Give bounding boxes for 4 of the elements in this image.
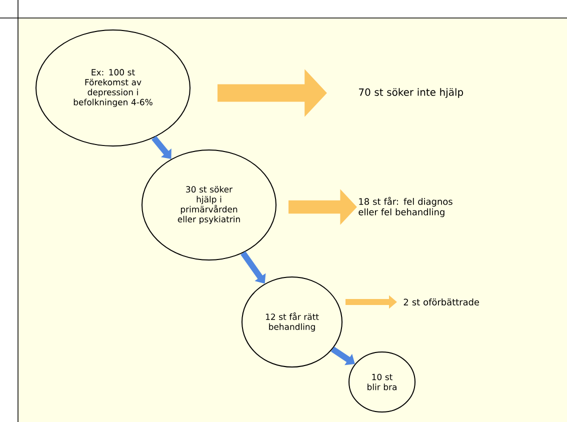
- outcome-text: 18 st får: fel diagnos eller fel behandling: [358, 196, 452, 218]
- outcome-text: 70 st söker inte hjälp: [359, 88, 464, 98]
- arrow: [151, 136, 172, 159]
- outcome-text: 2 st oförbättrade: [404, 298, 480, 306]
